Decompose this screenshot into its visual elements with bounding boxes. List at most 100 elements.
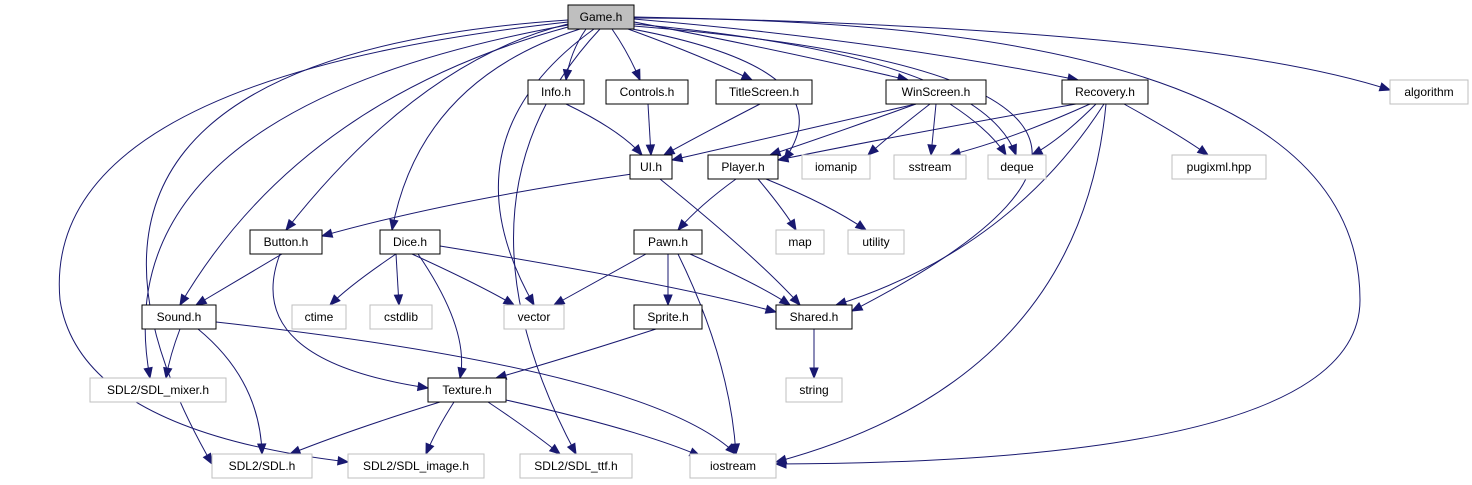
node-box-sound[interactable] [141, 304, 217, 330]
arrowhead-sound-to-sdlmixer [163, 366, 173, 380]
node-box-shared[interactable] [775, 304, 853, 330]
node-label-dice: Dice.h [393, 235, 427, 249]
node-vector[interactable]: vector [503, 304, 565, 330]
node-sstream[interactable]: sstream [893, 154, 967, 180]
edge-player-to-utility [765, 178, 867, 231]
edge-game-to-shared [633, 25, 1033, 312]
node-pugixml[interactable]: pugixml.hpp [1171, 154, 1267, 180]
node-box-info[interactable] [527, 79, 585, 105]
node-utility[interactable]: utility [847, 229, 905, 255]
node-box-recovery[interactable] [1061, 79, 1149, 105]
arrowhead-button-to-texture [416, 381, 430, 392]
arrowhead-recovery-to-player [776, 153, 790, 163]
node-box-utility[interactable] [847, 229, 905, 255]
node-ui[interactable]: UI.h [629, 154, 673, 180]
arrowhead-ui-to-shared [789, 294, 801, 307]
arrowhead-ui-to-button [320, 228, 334, 238]
node-box-titlescreen[interactable] [715, 79, 813, 105]
node-box-sprite[interactable] [633, 304, 703, 330]
node-player[interactable]: Player.h [707, 154, 779, 180]
node-box-vector[interactable] [503, 304, 565, 330]
node-winscreen[interactable]: WinScreen.h [885, 79, 987, 105]
node-shared[interactable]: Shared.h [775, 304, 853, 330]
edge-ui-to-shared [659, 178, 801, 306]
arrowhead-game-to-vector [524, 293, 535, 307]
node-button[interactable]: Button.h [249, 229, 323, 255]
node-algorithm[interactable]: algorithm [1389, 79, 1469, 105]
edge-game-to-dice [391, 28, 581, 231]
edge-game-to-titlescreen [627, 28, 753, 81]
node-box-winscreen[interactable] [885, 79, 987, 105]
arrowhead-dice-to-shared [764, 304, 778, 314]
arrowhead-texture-to-sdlttf [548, 443, 562, 455]
node-box-game[interactable] [567, 4, 635, 30]
arrowhead-winscreen-to-ui [670, 153, 684, 163]
node-box-map[interactable] [775, 229, 825, 255]
node-info[interactable]: Info.h [527, 79, 585, 105]
node-label-string: string [799, 383, 828, 397]
edge-sound-to-iostream [215, 321, 737, 455]
node-sdlimage[interactable]: SDL2/SDL_image.h [347, 453, 485, 479]
node-box-cstdlib[interactable] [369, 304, 433, 330]
node-box-button[interactable] [249, 229, 323, 255]
node-label-iostream: iostream [710, 459, 756, 473]
node-controls[interactable]: Controls.h [605, 79, 689, 105]
node-label-sdlttf: SDL2/SDL_ttf.h [534, 459, 617, 473]
node-box-sdlttf[interactable] [519, 453, 633, 479]
node-box-pawn[interactable] [633, 229, 703, 255]
node-game[interactable]: Game.h [567, 4, 635, 30]
edge-info-to-ui [565, 103, 643, 156]
node-box-sdlmixer[interactable] [89, 377, 227, 403]
node-box-controls[interactable] [605, 79, 689, 105]
node-titlescreen[interactable]: TitleScreen.h [715, 79, 813, 105]
node-box-deque[interactable] [987, 154, 1047, 180]
node-label-sstream: sstream [909, 160, 952, 174]
node-box-ui[interactable] [629, 154, 673, 180]
node-map[interactable]: map [775, 229, 825, 255]
node-sdlttf[interactable]: SDL2/SDL_ttf.h [519, 453, 633, 479]
node-iomanip[interactable]: iomanip [801, 154, 871, 180]
node-cstdlib[interactable]: cstdlib [369, 304, 433, 330]
node-ctime[interactable]: ctime [291, 304, 347, 330]
arrowhead-game-to-controls [631, 68, 641, 82]
node-texture[interactable]: Texture.h [427, 377, 507, 403]
node-dice[interactable]: Dice.h [379, 229, 441, 255]
node-pawn[interactable]: Pawn.h [633, 229, 703, 255]
edges-layer [58, 16, 1392, 469]
node-sdlmixer[interactable]: SDL2/SDL_mixer.h [89, 377, 227, 403]
edge-dice-to-texture [417, 253, 463, 379]
edge-winscreen-to-ui [671, 103, 917, 161]
node-deque[interactable]: deque [987, 154, 1047, 180]
node-recovery[interactable]: Recovery.h [1061, 79, 1149, 105]
node-sdl[interactable]: SDL2/SDL.h [211, 453, 313, 479]
arrowhead-winscreen-to-sstream [927, 144, 937, 157]
node-box-iomanip[interactable] [801, 154, 871, 180]
node-box-string[interactable] [785, 377, 843, 403]
node-box-sdl[interactable] [211, 453, 313, 479]
node-box-sdlimage[interactable] [347, 453, 485, 479]
node-box-texture[interactable] [427, 377, 507, 403]
edge-game-to-sdlttf [513, 28, 601, 455]
node-box-player[interactable] [707, 154, 779, 180]
edge-texture-to-iostream [505, 399, 701, 457]
node-box-ctime[interactable] [291, 304, 347, 330]
edge-button-to-texture [272, 253, 429, 389]
arrowhead-dice-to-cstdlib [393, 294, 404, 307]
edge-game-to-algorithm [633, 16, 1391, 91]
node-iostream[interactable]: iostream [689, 453, 777, 479]
node-box-dice[interactable] [379, 229, 441, 255]
arrowhead-pawn-to-shared [778, 295, 792, 306]
node-box-algorithm[interactable] [1389, 79, 1469, 105]
node-sprite[interactable]: Sprite.h [633, 304, 703, 330]
node-box-pugixml[interactable] [1171, 154, 1267, 180]
node-box-sstream[interactable] [893, 154, 967, 180]
node-box-iostream[interactable] [689, 453, 777, 479]
node-sound[interactable]: Sound.h [141, 304, 217, 330]
edge-game-to-sdl [146, 19, 569, 465]
arrowhead-dice-to-ctime [329, 294, 341, 306]
edge-game-to-sound [179, 26, 569, 306]
node-string[interactable]: string [785, 377, 843, 403]
arrowhead-recovery-to-pugixml [1196, 145, 1210, 156]
arrowhead-game-to-sound [179, 293, 190, 307]
node-label-deque: deque [1000, 160, 1034, 174]
